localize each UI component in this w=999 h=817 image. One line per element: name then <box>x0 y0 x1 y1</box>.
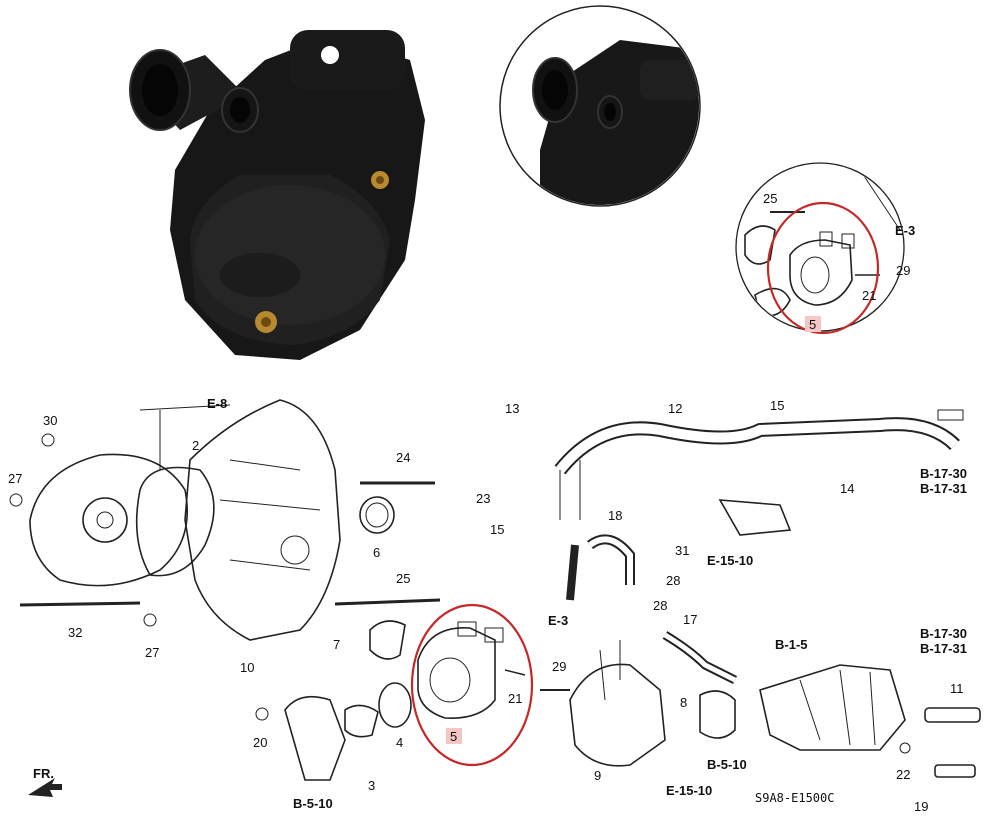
ref-e3: E-3 <box>548 613 568 628</box>
callout-19: 19 <box>914 799 928 814</box>
small-diagram-circle: 25 21 29 5 E-3 <box>735 162 915 335</box>
callout-27b: 27 <box>145 645 159 660</box>
ref-b-17-30-a: B-17-30 <box>920 466 967 481</box>
callout-9: 9 <box>594 768 601 783</box>
callout-11: 11 <box>950 681 964 696</box>
callout-31: 31 <box>675 543 689 558</box>
callout-15a: 15 <box>770 398 784 413</box>
callout-8: 8 <box>680 695 687 710</box>
callout-24: 24 <box>396 450 410 465</box>
ref-b-5-10-a: B-5-10 <box>293 796 333 811</box>
ref-b-17-31-a: B-17-31 <box>920 481 967 496</box>
callout-18: 18 <box>608 508 622 523</box>
callout-21: 21 <box>508 691 522 706</box>
callout-29-small: 29 <box>896 263 910 278</box>
callout-28a: 28 <box>666 573 680 588</box>
callout-22: 22 <box>896 767 910 782</box>
callout-3: 3 <box>368 778 375 793</box>
ref-e-15-10-b: E-15-10 <box>707 553 753 568</box>
ref-b-1-5: B-1-5 <box>775 637 808 652</box>
product-photo <box>129 30 425 360</box>
callout-5-small: 5 <box>809 317 816 332</box>
diagram-code: S9A8-E1500C <box>755 791 834 805</box>
parts-diagram <box>9 399 981 797</box>
callout-30: 30 <box>43 413 57 428</box>
callout-25-small: 25 <box>763 191 777 206</box>
callout-32: 32 <box>68 625 82 640</box>
main-callouts: 30 2 27 E-8 24 6 25 32 27 10 7 20 4 3 B-… <box>8 396 967 814</box>
ref-b-17-31-b: B-17-31 <box>920 641 967 656</box>
front-direction-label: FR. <box>33 766 54 781</box>
ref-e-15-10-a: E-15-10 <box>666 783 712 798</box>
callout-28b: 28 <box>653 598 667 613</box>
callout-12: 12 <box>668 401 682 416</box>
ref-b-17-30-b: B-17-30 <box>920 626 967 641</box>
callout-27a: 27 <box>8 471 22 486</box>
zoom-detail-circle <box>499 5 701 207</box>
callout-29: 29 <box>552 659 566 674</box>
ref-b-5-10-b: B-5-10 <box>707 757 747 772</box>
ref-e8: E-8 <box>207 396 227 411</box>
callout-2: 2 <box>192 438 199 453</box>
callout-10: 10 <box>240 660 254 675</box>
callout-14: 14 <box>840 481 854 496</box>
callout-7: 7 <box>333 637 340 652</box>
callout-21-small: 21 <box>862 288 876 303</box>
callout-13: 13 <box>505 401 519 416</box>
callout-23: 23 <box>476 491 490 506</box>
callout-15b: 15 <box>490 522 504 537</box>
callout-17: 17 <box>683 612 697 627</box>
callout-25: 25 <box>396 571 410 586</box>
callout-5: 5 <box>450 729 457 744</box>
callout-4: 4 <box>396 735 403 750</box>
ref-e3-small: E-3 <box>895 223 915 238</box>
callout-20: 20 <box>253 735 267 750</box>
callout-6: 6 <box>373 545 380 560</box>
